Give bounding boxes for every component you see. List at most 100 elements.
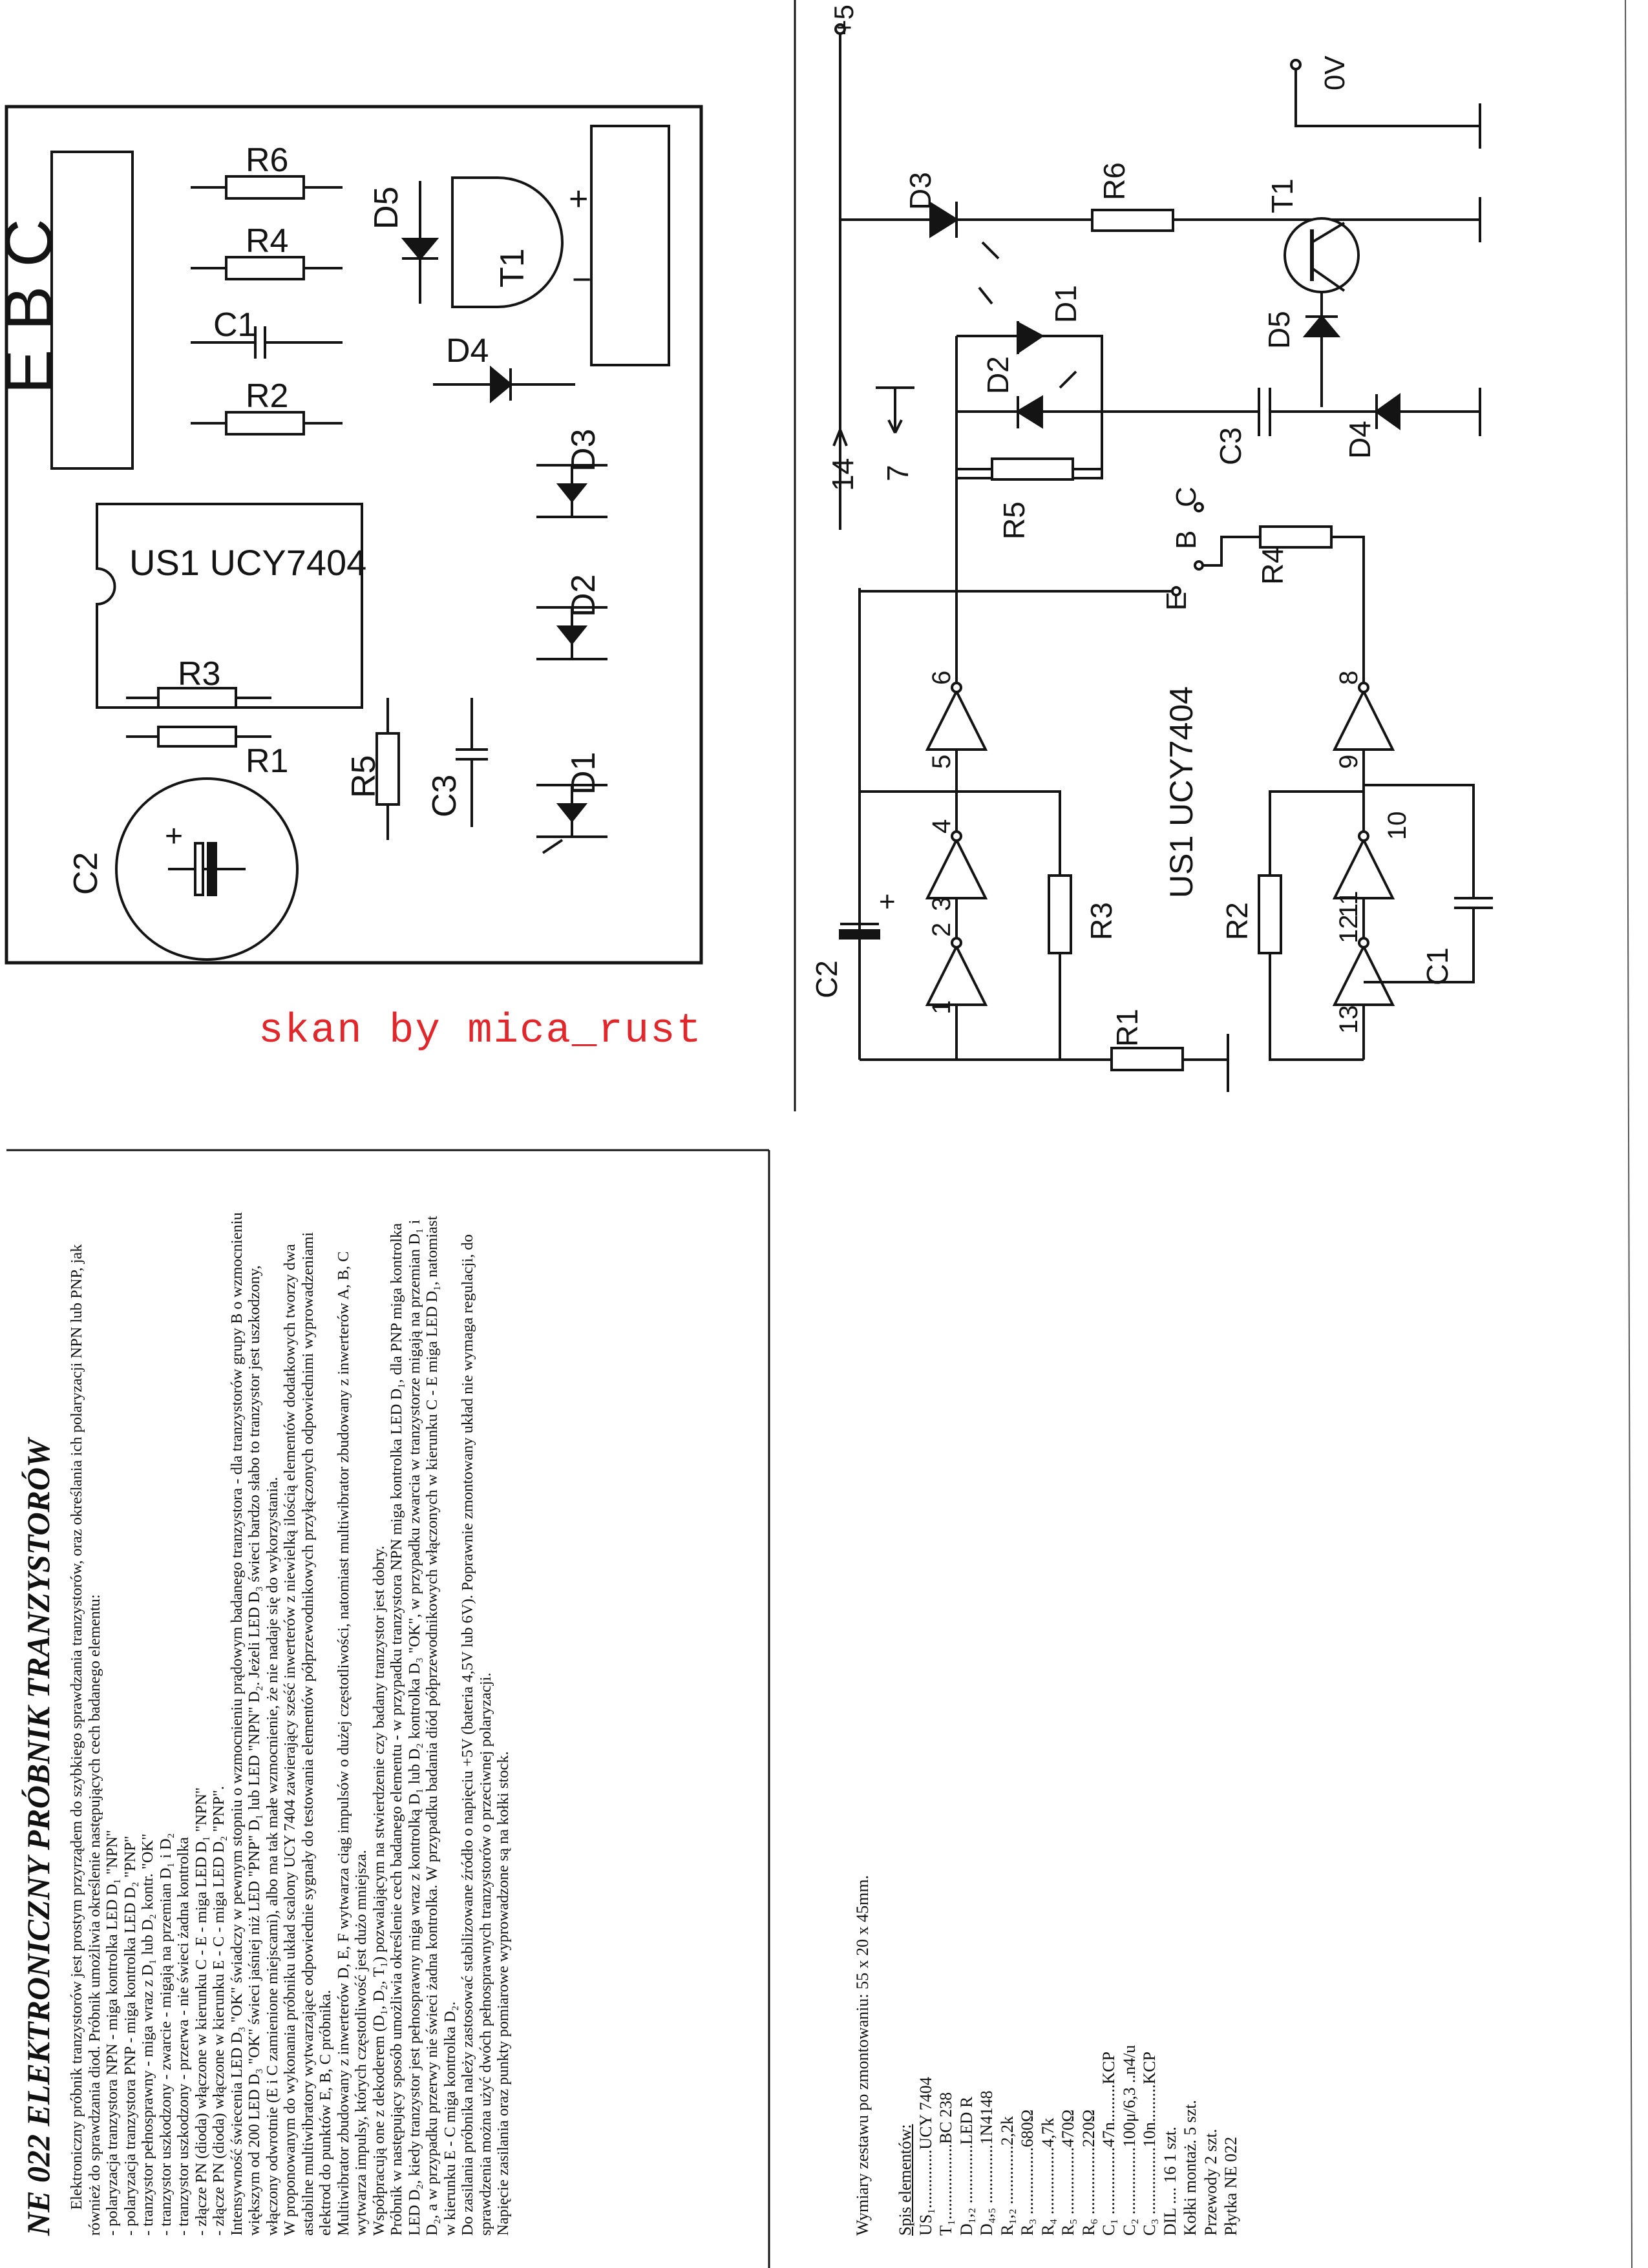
pcb-resistor-r6 xyxy=(191,175,343,200)
parts-item: Kołki montaż. 5 szt. xyxy=(1181,2099,1199,2236)
paragraph: - tranzystor pełnosprawny - miga wraz z … xyxy=(139,1833,156,2236)
sch-resistor-r1 xyxy=(1110,1047,1184,1071)
parts-item: R₅ ................470Ω xyxy=(1059,2109,1077,2236)
label-pcb-d4: D4 xyxy=(446,332,489,370)
sch-diode-d5 xyxy=(1302,314,1341,337)
label-pcb-r3: R3 xyxy=(178,655,220,693)
paragraph: Multiwibrator zbudowany z inwerterów D, … xyxy=(334,1251,370,2236)
label-sch-r2: R2 xyxy=(1220,902,1254,940)
sch-led-d3 xyxy=(929,201,1000,260)
label-sch-d2: D2 xyxy=(981,356,1015,394)
label-sch-c3: C3 xyxy=(1214,427,1247,465)
label-sch-r1: R1 xyxy=(1110,1009,1144,1047)
pin-12: 12 xyxy=(1335,915,1363,944)
parts-header: Spis elementów: xyxy=(896,2124,914,2236)
label-sch-r4: R4 xyxy=(1256,547,1289,585)
battery-minus-label: − xyxy=(572,261,591,299)
label-pcb-r6: R6 xyxy=(246,142,288,179)
pin-11: 11 xyxy=(1335,890,1363,918)
pin-4: 4 xyxy=(927,819,956,834)
label-pcb-d3: D3 xyxy=(565,429,602,472)
pcb-diode-d4 xyxy=(433,365,575,404)
label-pcb-d5: D5 xyxy=(368,187,405,229)
paragraph: - polaryzacja tranzystora NPN - miga kon… xyxy=(103,1830,121,2236)
label-pcb-t1: T1 xyxy=(494,248,531,288)
ground-line xyxy=(1294,69,1480,127)
parts-item: R₁,₂ ..............2,2k xyxy=(997,2116,1017,2236)
terminal-e-label: E xyxy=(1161,592,1192,611)
pcb-capacitor-c2 xyxy=(115,777,299,961)
parts-item: D₄,₅ ..............1N4148 xyxy=(977,2090,996,2236)
pcb-resistor-r2 xyxy=(191,411,343,436)
label-sch-d1: D1 xyxy=(1049,285,1083,323)
ground-label: 0V xyxy=(1319,56,1351,90)
label-sch-t1: T1 xyxy=(1265,178,1299,213)
pcb-led-d1 xyxy=(536,784,607,854)
pcb-resistor-r1 xyxy=(126,726,271,748)
paragraph: - tranzystor uszkodzony - zwarcie - miga… xyxy=(156,1832,174,2236)
label-sch-c2: C2 xyxy=(810,960,843,998)
pin-3: 3 xyxy=(927,897,956,911)
paragraph: Napięcie zasilania oraz punkty pomiarowe… xyxy=(494,1751,512,2236)
supply-plus-label: +5 xyxy=(829,5,859,36)
pin-9: 9 xyxy=(1335,755,1363,769)
pin-1: 1 xyxy=(927,1000,956,1014)
sch-diode-d4 xyxy=(1374,393,1400,430)
pin-10: 10 xyxy=(1383,812,1411,841)
paragraph: - tranzystor uszkodzony - przerwa - nie … xyxy=(174,1836,192,2236)
label-pcb-r4: R4 xyxy=(246,222,288,260)
pcb-resistor-r4 xyxy=(191,256,343,280)
pin-13: 13 xyxy=(1335,1005,1363,1034)
document-body: Elektroniczny próbnik tranzystorów jest … xyxy=(68,1208,512,2236)
label-pcb-r2: R2 xyxy=(246,377,288,415)
ebc-header xyxy=(50,151,134,470)
terminal-c-label: C xyxy=(1170,487,1202,507)
label-sch-r3: R3 xyxy=(1084,902,1118,940)
parts-item: C₂ ................100μ/6,3 ..n4/u xyxy=(1119,2044,1139,2236)
label-sch-d3: D3 xyxy=(903,172,937,210)
terminal-b-label: B xyxy=(1170,530,1202,549)
pcb-ic-label: US1 UCY7404 xyxy=(129,542,366,583)
sch-resistor-r6 xyxy=(1091,209,1174,232)
dimensions-line: Wymiary zestawu po zmontowaniu: 55 x 20 … xyxy=(853,1874,872,2236)
paragraph: Do zasilania próbnika należy zastosować … xyxy=(459,1234,494,2236)
battery-connector xyxy=(590,125,670,366)
pin-8: 8 xyxy=(1335,671,1363,685)
watermark: skan by mica_rust xyxy=(259,1008,703,1055)
sch-capacitor-c3 xyxy=(1258,388,1271,436)
battery-plus-label: + xyxy=(569,180,588,218)
paragraph: Współpracują one z dekoderem (D₁, D₂, T₁… xyxy=(370,1546,388,2236)
parts-item: R₄ ................4,7k xyxy=(1038,2117,1057,2236)
label-pcb-c1: C1 xyxy=(213,306,256,344)
net-14-label: 14 xyxy=(826,458,860,491)
pcb-led-d2 xyxy=(536,606,607,660)
sch-chip-label: US1 UCY7404 xyxy=(1163,686,1199,898)
paragraph: W proponowanym do wykonania próbniku ukł… xyxy=(281,1232,334,2236)
rotated-document-area: NE 022 ELEKTRONICZNY PRÓBNIK TRANZYSTORÓ… xyxy=(0,13,1603,2249)
label-pcb-r5: R5 xyxy=(345,755,383,798)
label-sch-r5: R5 xyxy=(997,501,1031,540)
label-sch-c1: C1 xyxy=(1421,947,1454,985)
label-sch-r6: R6 xyxy=(1097,162,1131,200)
parts-item: US₁..............UCY 7404 xyxy=(916,2077,935,2236)
pin-5: 5 xyxy=(927,755,956,769)
parts-item: R₃ ................680Ω xyxy=(1018,2109,1037,2236)
paragraph: - złącze PN (dioda) włączone w kierunku … xyxy=(192,1787,210,2236)
label-pcb-c3: C3 xyxy=(426,775,463,817)
sch-resistor-r2 xyxy=(1258,874,1282,954)
paragraph: - polaryzacja tranzystora PNP - miga kon… xyxy=(121,1836,139,2236)
pcb-resistor-r3 xyxy=(126,687,271,709)
parts-item: C₃ ................10n.........KCP xyxy=(1140,2052,1159,2236)
label-sch-d5: D5 xyxy=(1262,311,1296,349)
paragraph: Próbnik w następujący sposób umożliwia o… xyxy=(388,1215,459,2236)
net-7-label: 7 xyxy=(881,465,914,481)
ebc-label: E B C xyxy=(0,218,67,394)
parts-item: T₁..................BC 238 xyxy=(936,2092,955,2236)
label-pcb-c2: C2 xyxy=(67,852,105,895)
ic-outline xyxy=(96,503,363,709)
parts-item: Płytka NE 022 xyxy=(1221,2136,1240,2236)
document-title: NE 022 ELEKTRONICZNY PRÓBNIK TRANZYSTORÓ… xyxy=(20,1438,56,2236)
label-pcb-d2: D2 xyxy=(565,574,602,617)
paragraph: - złącze PN (dioda) włączone w kierunku … xyxy=(210,1786,227,2236)
